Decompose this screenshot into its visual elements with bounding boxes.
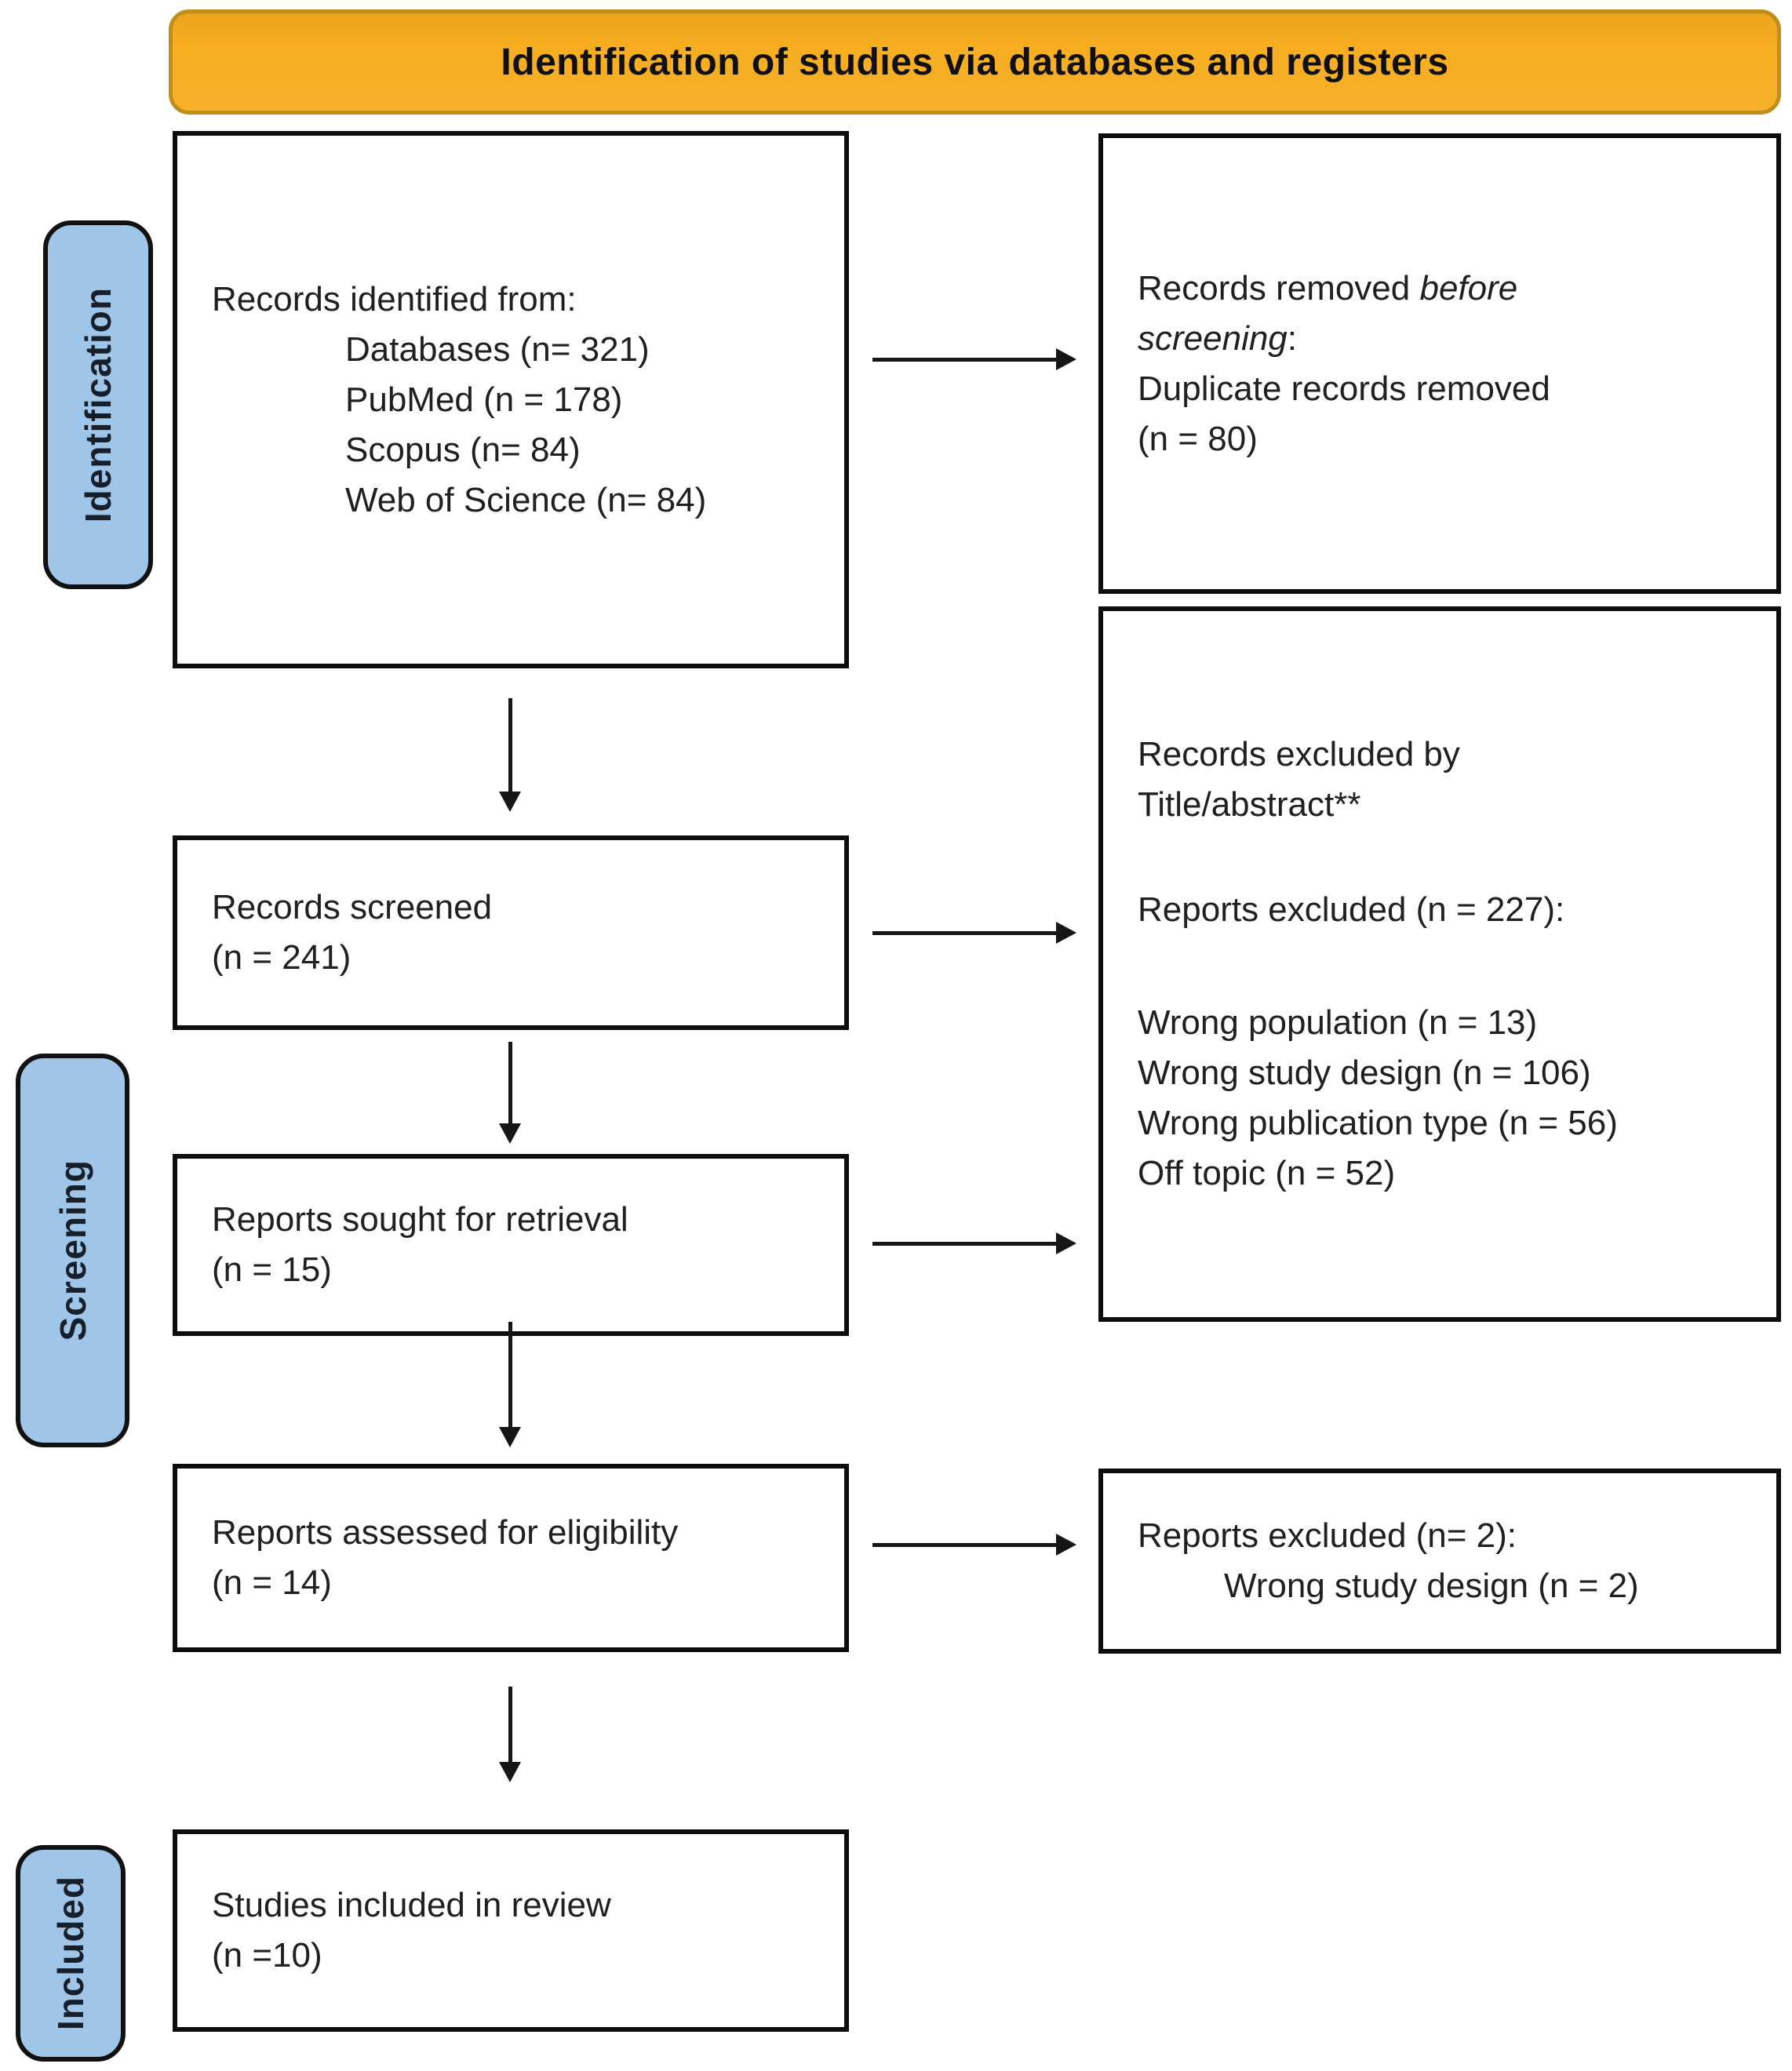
reports-sought-line1: Reports sought for retrieval bbox=[212, 1200, 628, 1239]
arrow-shaft bbox=[872, 930, 1058, 935]
arrow-head-right-icon bbox=[1056, 1534, 1076, 1556]
records-excluded-gap1 bbox=[1138, 830, 1753, 885]
records-removed-line2-italic: screening bbox=[1138, 318, 1288, 358]
arrow-head-down-icon bbox=[499, 792, 521, 812]
box-reports-excluded-content: Reports excluded (n= 2): Wrong study des… bbox=[1103, 1503, 1776, 1619]
arrow-head-down-icon bbox=[499, 1123, 521, 1144]
arrow-shaft bbox=[508, 1042, 512, 1125]
reports-assessed-line2: (n = 14) bbox=[212, 1563, 332, 1602]
box-reports-excluded: Reports excluded (n= 2): Wrong study des… bbox=[1098, 1469, 1781, 1654]
records-removed-line2: screening: bbox=[1138, 314, 1753, 364]
stage-label-screening-text: Screening bbox=[52, 1159, 93, 1341]
records-screened-line2: (n = 241) bbox=[212, 938, 351, 977]
records-identified-item-pubmed: PubMed (n = 178) bbox=[345, 380, 623, 419]
arrow-head-right-icon bbox=[1056, 348, 1076, 370]
arrow-shaft bbox=[508, 1687, 512, 1763]
studies-included-line1: Studies included in review bbox=[212, 1886, 611, 1924]
arrow-assessed-to-included bbox=[497, 1687, 523, 1782]
stage-label-included: Included bbox=[16, 1845, 126, 2062]
records-identified-item-scopus: Scopus (n= 84) bbox=[345, 430, 581, 469]
box-reports-assessed: Reports assessed for eligibility (n = 14… bbox=[173, 1464, 849, 1652]
diagram-title: Identification of studies via databases … bbox=[501, 41, 1449, 83]
arrow-shaft bbox=[872, 1542, 1058, 1547]
records-excluded-heading-line1: Records excluded by bbox=[1138, 735, 1460, 773]
box-records-screened: Records screened (n = 241) bbox=[173, 835, 849, 1030]
box-records-identified: Records identified from: Databases (n= 3… bbox=[173, 131, 849, 668]
box-records-removed-content: Records removed before screening: Duplic… bbox=[1103, 256, 1776, 472]
reports-assessed-line1: Reports assessed for eligibility bbox=[212, 1513, 679, 1552]
records-screened-line1: Records screened bbox=[212, 888, 493, 926]
studies-included-line2: (n =10) bbox=[212, 1936, 322, 1975]
records-removed-line1: Records removed before bbox=[1138, 264, 1753, 314]
records-identified-item-wos: Web of Science (n= 84) bbox=[345, 480, 707, 519]
box-reports-assessed-content: Reports assessed for eligibility (n = 14… bbox=[177, 1500, 844, 1616]
stage-label-identification: Identification bbox=[43, 220, 153, 589]
stage-label-identification-text: Identification bbox=[78, 286, 118, 523]
arrow-head-right-icon bbox=[1056, 1232, 1076, 1254]
arrow-screened-to-sought bbox=[497, 1042, 523, 1144]
arrow-shaft bbox=[872, 1241, 1058, 1246]
arrow-head-down-icon bbox=[499, 1427, 521, 1447]
records-removed-line1-normal: Records removed bbox=[1138, 268, 1420, 308]
arrow-head-right-icon bbox=[1056, 922, 1076, 944]
records-removed-line2-tail: : bbox=[1287, 318, 1298, 358]
records-excluded-item-design: Wrong study design (n = 106) bbox=[1138, 1054, 1591, 1092]
box-records-removed: Records removed before screening: Duplic… bbox=[1098, 133, 1781, 594]
records-excluded-item-pubtype: Wrong publication type (n = 56) bbox=[1138, 1104, 1618, 1142]
box-records-excluded-content: Records excluded by Title/abstract** Rep… bbox=[1103, 722, 1776, 1207]
arrow-identified-to-removed bbox=[872, 347, 1076, 372]
reports-sought-line2: (n = 15) bbox=[212, 1250, 332, 1289]
records-excluded-heading-line2: Title/abstract** bbox=[1138, 785, 1361, 824]
records-removed-line4: (n = 80) bbox=[1138, 419, 1258, 458]
title-banner: Identification of studies via databases … bbox=[169, 9, 1781, 115]
records-excluded-gap2 bbox=[1138, 935, 1753, 998]
arrow-identified-to-screened bbox=[497, 698, 523, 812]
records-excluded-subheading: Reports excluded (n = 227): bbox=[1138, 890, 1565, 929]
box-records-screened-content: Records screened (n = 241) bbox=[177, 875, 844, 991]
reports-excluded-line1: Reports excluded (n= 2): bbox=[1138, 1516, 1517, 1555]
records-excluded-item-offtopic: Off topic (n = 52) bbox=[1138, 1154, 1396, 1192]
arrow-shaft bbox=[508, 1322, 512, 1429]
arrow-shaft bbox=[872, 357, 1058, 362]
arrow-sought-to-excluded bbox=[872, 1231, 1076, 1256]
records-removed-line3: Duplicate records removed bbox=[1138, 369, 1550, 408]
arrow-assessed-to-reports-excluded bbox=[872, 1532, 1076, 1557]
arrow-shaft bbox=[508, 698, 512, 793]
arrow-screened-to-excluded bbox=[872, 920, 1076, 945]
box-records-identified-content: Records identified from: Databases (n= 3… bbox=[177, 267, 844, 533]
stage-label-screening: Screening bbox=[16, 1054, 129, 1447]
records-identified-item-databases: Databases (n= 321) bbox=[345, 329, 650, 369]
box-reports-sought-content: Reports sought for retrieval (n = 15) bbox=[177, 1187, 844, 1303]
box-records-excluded: Records excluded by Title/abstract** Rep… bbox=[1098, 606, 1781, 1322]
arrow-sought-to-assessed bbox=[497, 1322, 523, 1447]
box-studies-included-content: Studies included in review (n =10) bbox=[177, 1873, 844, 1989]
records-removed-line1-italic: before bbox=[1419, 268, 1518, 308]
stage-label-included-text: Included bbox=[50, 1876, 91, 2031]
records-identified-heading: Records identified from: bbox=[212, 279, 577, 318]
box-reports-sought: Reports sought for retrieval (n = 15) bbox=[173, 1154, 849, 1336]
reports-excluded-line2: Wrong study design (n = 2) bbox=[1224, 1567, 1639, 1605]
arrow-head-down-icon bbox=[499, 1762, 521, 1782]
records-excluded-item-population: Wrong population (n = 13) bbox=[1138, 1003, 1538, 1042]
box-studies-included: Studies included in review (n =10) bbox=[173, 1829, 849, 2032]
